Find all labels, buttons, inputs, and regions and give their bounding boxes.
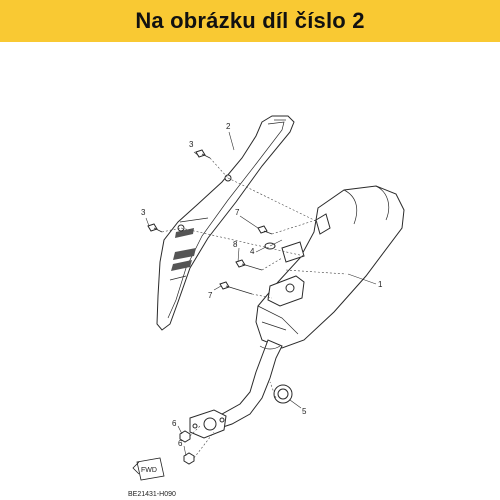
title-banner: Na obrázku díl číslo 2 bbox=[0, 0, 500, 42]
callout-7-upper: 7 bbox=[235, 208, 240, 217]
callout-6-lower: 6 bbox=[178, 439, 183, 448]
fwd-label: FWD bbox=[141, 467, 157, 474]
alignment-lines bbox=[161, 157, 347, 459]
exhaust-flange bbox=[189, 409, 227, 439]
callout-8: 8 bbox=[233, 240, 238, 249]
callout-3-lower: 3 bbox=[141, 208, 146, 217]
part-5-gasket bbox=[273, 384, 293, 404]
callout-6-upper: 6 bbox=[172, 419, 177, 428]
callout-4: 4 bbox=[250, 247, 255, 256]
leader-lines bbox=[145, 131, 377, 457]
bolt-8 bbox=[235, 259, 263, 271]
bolt-7-upper bbox=[257, 225, 273, 235]
callout-7-lower: 7 bbox=[208, 291, 213, 300]
part-1-muffler bbox=[205, 185, 405, 431]
part-2-protector bbox=[156, 115, 295, 331]
bolt-7-lower bbox=[219, 281, 253, 295]
callout-2: 2 bbox=[226, 122, 231, 131]
callout-1: 1 bbox=[378, 280, 383, 289]
nut-6-lower bbox=[183, 452, 195, 465]
drawing-code: BE21431-H090 bbox=[128, 491, 176, 498]
banner-title: Na obrázku díl číslo 2 bbox=[135, 8, 365, 33]
callout-5: 5 bbox=[302, 407, 307, 416]
bolt-3-upper bbox=[195, 149, 211, 159]
bolt-3-lower bbox=[147, 223, 163, 233]
callout-3-upper: 3 bbox=[189, 140, 194, 149]
nut-6-upper bbox=[179, 430, 191, 443]
fwd-direction-icon: FWD bbox=[132, 457, 165, 481]
